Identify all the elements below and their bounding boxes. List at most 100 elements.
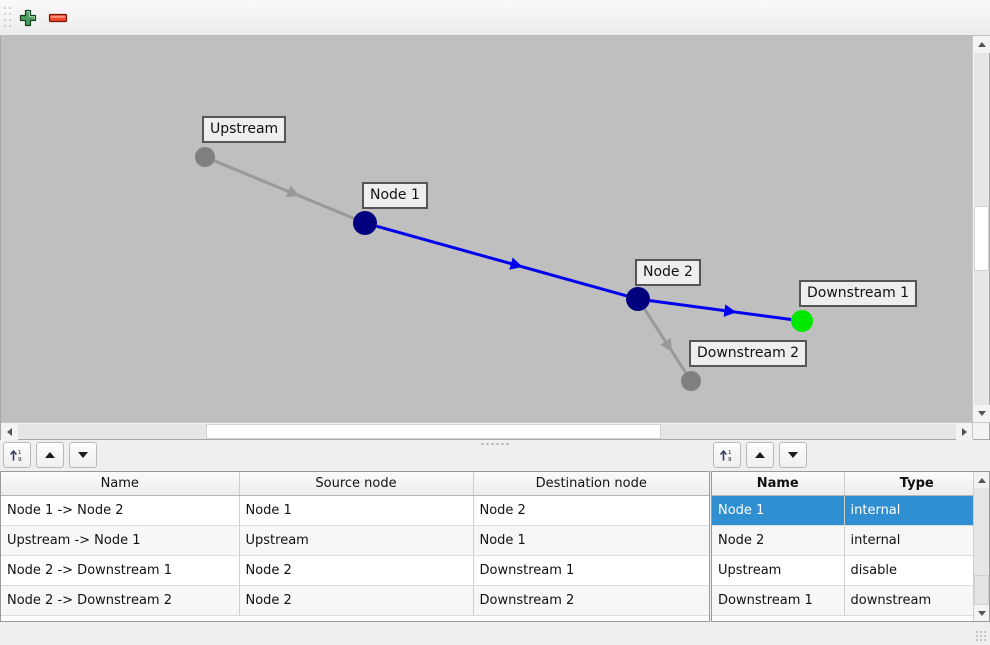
triangle-up-icon [755,452,765,458]
edge-table-cell[interactable]: Downstream 2 [473,585,709,616]
main-toolbar [0,0,990,36]
node-table-column-header[interactable]: Type [844,472,989,496]
graph-edges-layer [213,159,792,374]
node-table-scrollbar[interactable] [973,472,989,621]
node-table-cell[interactable]: Downstream 1 [712,585,845,616]
panel-splitter[interactable] [0,440,990,448]
node-table-cell[interactable]: Node 2 [712,525,845,556]
node-table-column-header[interactable]: Name [712,472,845,496]
edge-table-cell[interactable]: Upstream [239,525,474,556]
graph-node-node2[interactable] [626,287,650,311]
node-move-up-button[interactable] [746,442,774,468]
graph-edge[interactable] [213,159,355,220]
triangle-down-icon [78,452,88,458]
graph-node-downstream1[interactable] [791,310,813,332]
edge-table-cell[interactable]: Node 1 [473,525,709,556]
svg-text:1: 1 [18,450,22,456]
edge-table-cell[interactable]: Node 2 -> Downstream 1 [1,555,240,586]
graph-vscroll-thumb[interactable] [974,206,989,271]
graph-edge[interactable] [649,299,792,322]
graph-node-label-node1[interactable]: Node 1 [362,182,428,209]
node-table-cell[interactable]: internal [844,525,989,556]
edge-sort-button[interactable]: 1 9 [3,442,31,468]
edge-table-cell[interactable]: Upstream -> Node 1 [1,525,240,556]
edge-move-down-button[interactable] [69,442,97,468]
node-table-scroll-thumb[interactable] [974,575,989,605]
triangle-right-icon [962,427,967,436]
graph-node-upstream[interactable] [195,147,215,167]
edge-table-cell[interactable]: Downstream 1 [473,555,709,586]
edge-table-cell[interactable]: Node 2 [473,495,709,526]
graph-edge-arrowhead [285,185,300,198]
node-table-scroll-up-button[interactable] [974,472,989,488]
edge-table-cell[interactable]: Node 1 -> Node 2 [1,495,240,526]
toolbar-drag-handle[interactable] [3,6,13,30]
graph-node-label-node2[interactable]: Node 2 [635,259,701,286]
edge-table-cell[interactable]: Node 2 [239,585,474,616]
red-minus-icon [48,13,68,22]
triangle-down-icon [788,452,798,458]
svg-text:9: 9 [18,457,22,463]
node-table-cell[interactable]: downstream [844,585,989,616]
status-bar [0,623,990,645]
node-table-cell[interactable]: disable [844,555,989,586]
edge-table-cell[interactable]: Node 2 -> Downstream 2 [1,585,240,616]
node-table-cell[interactable]: internal [844,495,989,526]
triangle-left-icon [7,427,12,436]
svg-text:9: 9 [728,457,732,463]
graph-node-downstream2[interactable] [681,371,701,391]
graph-scroll-down-button[interactable] [973,405,990,422]
node-sort-button[interactable]: 1 9 [713,442,741,468]
node-move-down-button[interactable] [779,442,807,468]
add-node-button[interactable] [13,4,43,32]
resize-grip[interactable] [976,631,987,642]
edge-table-column-header[interactable]: Source node [239,472,474,496]
edge-table-column-header[interactable]: Name [1,472,240,496]
graph-node-label-downstream1[interactable]: Downstream 1 [799,280,918,307]
edge-toolbar: 1 9 [3,441,97,469]
edge-table-column-header[interactable]: Destination node [473,472,709,496]
remove-node-button[interactable] [43,4,73,32]
graph-scroll-left-button[interactable] [1,423,18,440]
graph-hscroll-thumb[interactable] [206,424,661,439]
svg-text:1: 1 [728,450,732,456]
graph-node-label-upstream[interactable]: Upstream [202,116,287,143]
graph-scroll-right-button[interactable] [956,423,973,440]
graph-edge-arrowhead [723,304,737,317]
node-table-scroll-down-button[interactable] [974,605,989,621]
edge-move-up-button[interactable] [36,442,64,468]
graph-node-node1[interactable] [353,211,377,235]
graph-edge[interactable] [376,224,627,298]
splitter-handle [481,443,509,445]
graph-scroll-up-button[interactable] [973,36,990,53]
triangle-up-icon [978,477,986,483]
graph-horizontal-scrollbar[interactable] [1,422,973,440]
graph-vertical-scrollbar[interactable] [972,36,990,422]
node-table-cell[interactable]: Upstream [712,555,845,586]
graph-node-label-downstream2[interactable]: Downstream 2 [689,340,808,367]
triangle-up-icon [977,42,986,47]
graph-edge[interactable] [643,308,687,374]
graph-edge-arrowhead [660,337,672,352]
edge-table-cell[interactable]: Node 1 [239,495,474,526]
edge-table-cell[interactable]: Node 2 [239,555,474,586]
sort-ascending-icon: 1 9 [10,450,22,463]
node-table-cell[interactable]: Node 1 [712,495,845,526]
triangle-down-icon [978,610,986,616]
